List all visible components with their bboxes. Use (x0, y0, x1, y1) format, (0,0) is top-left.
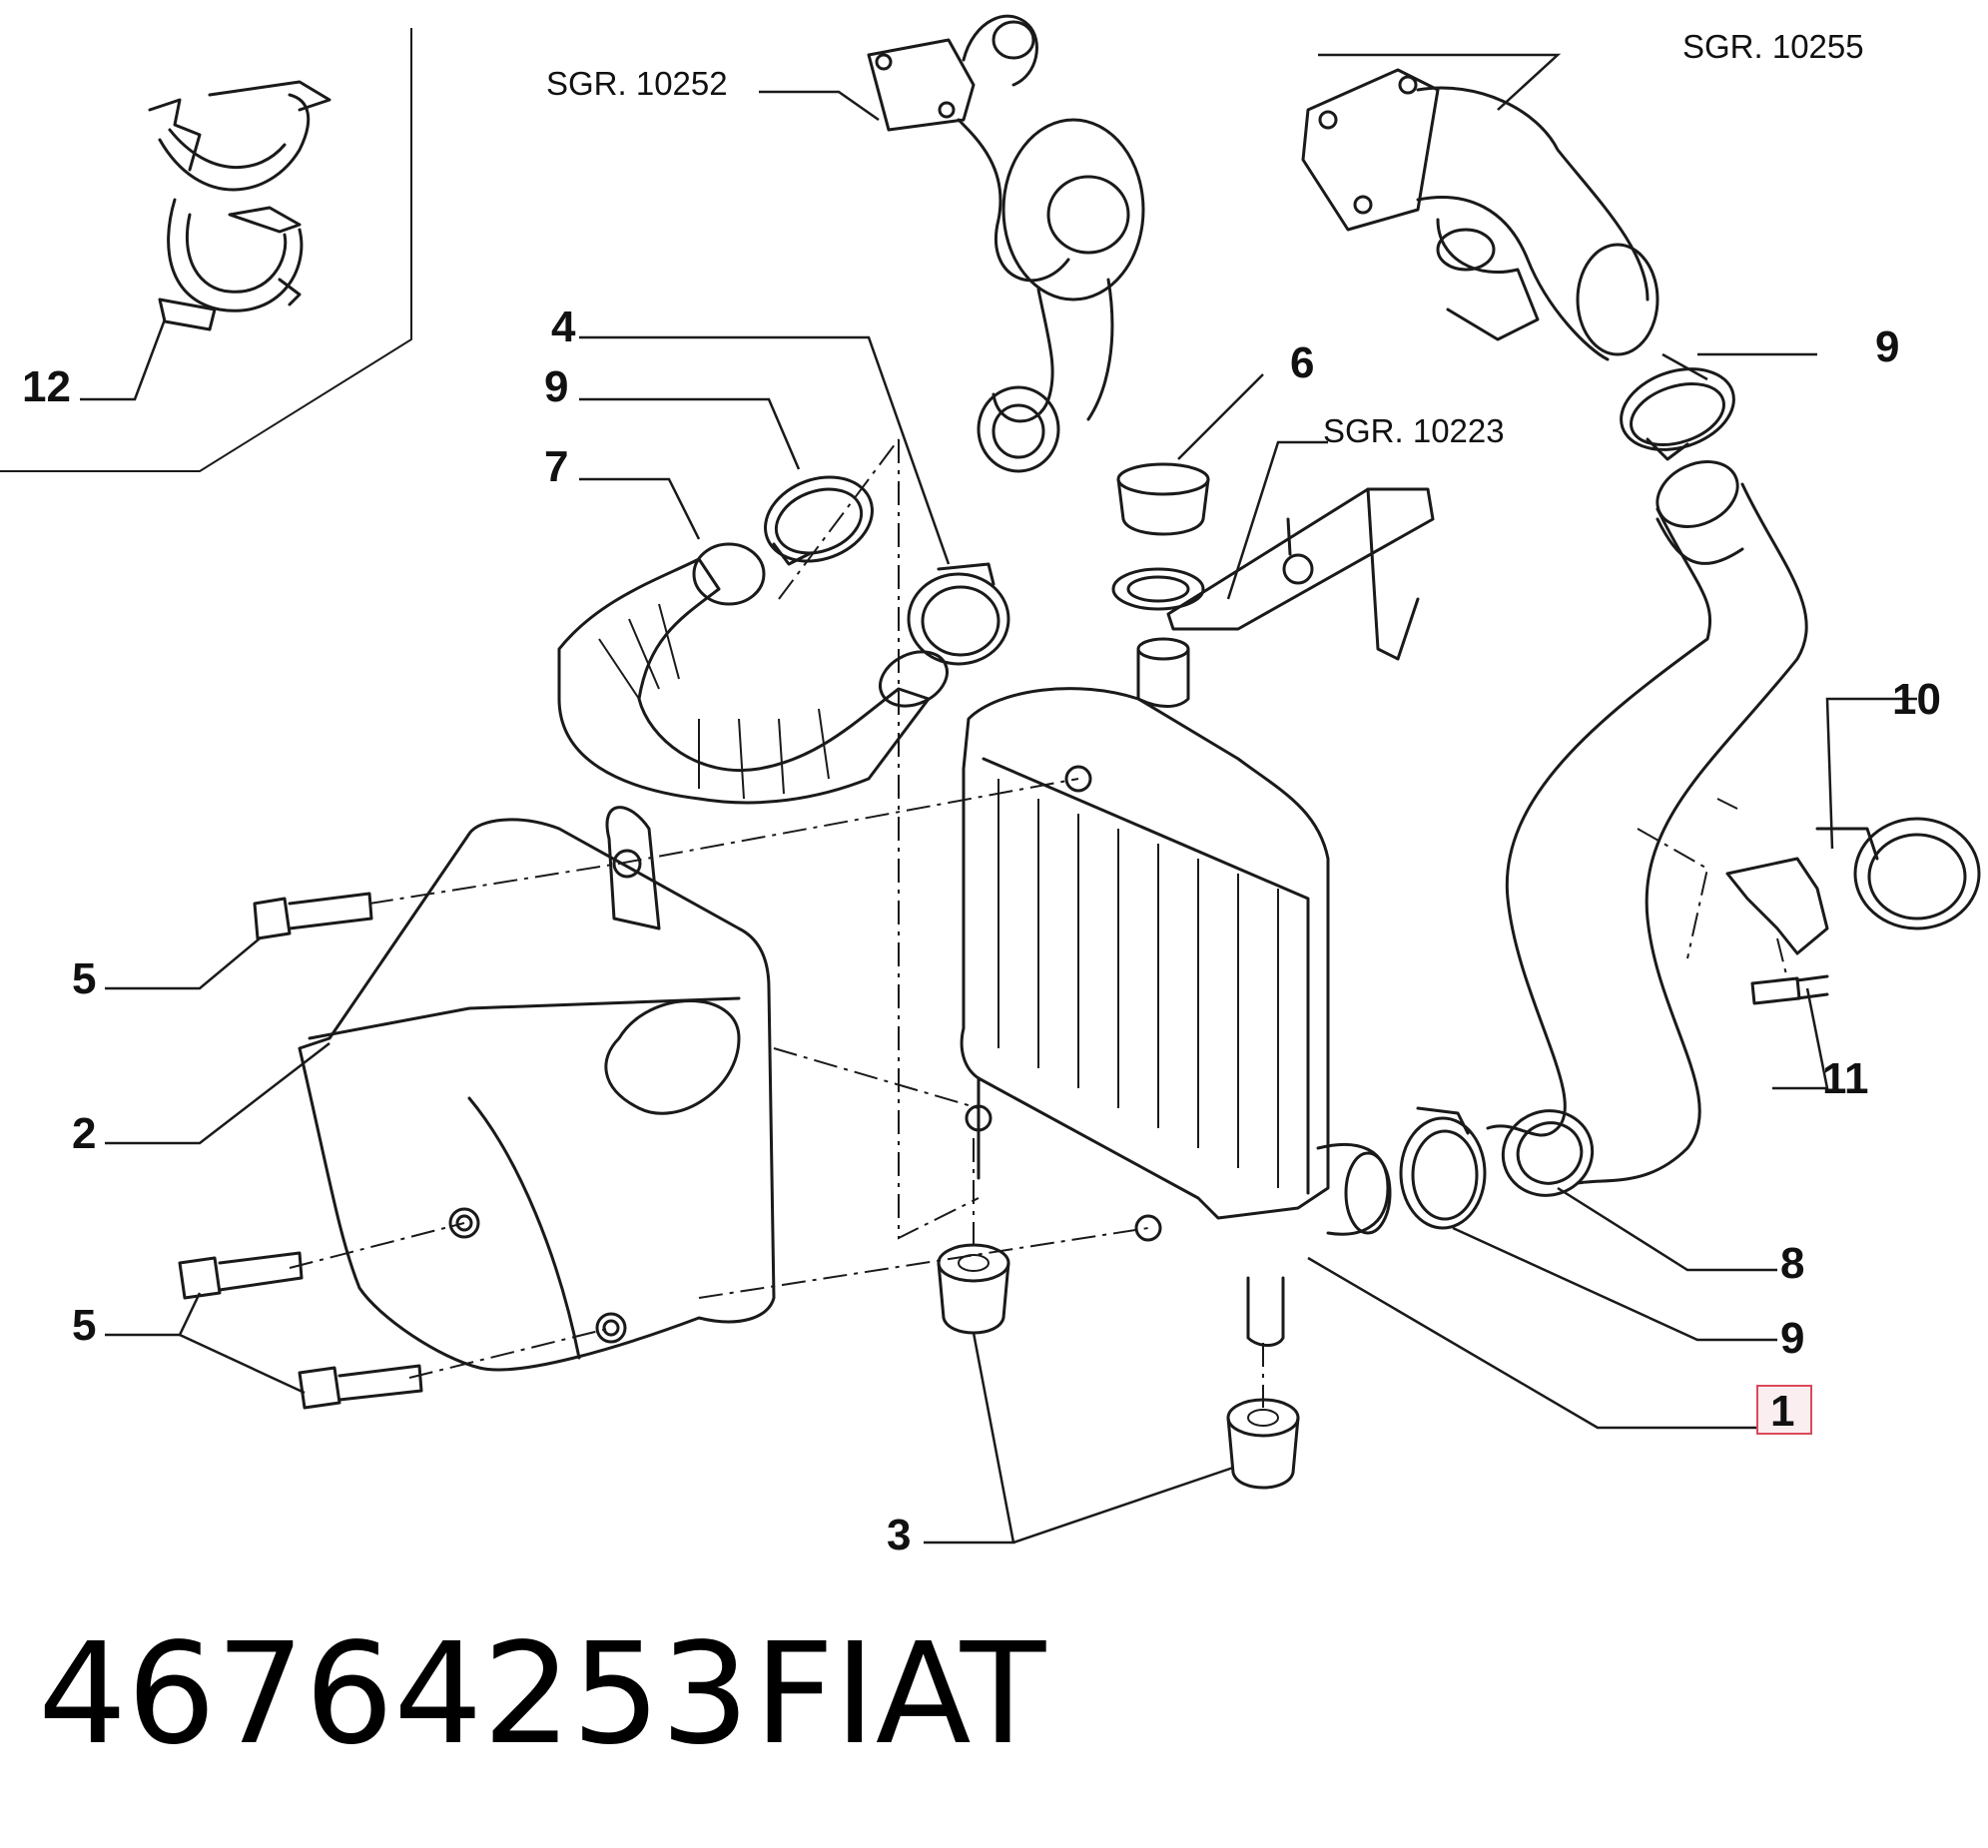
clamp-9-top-right (1620, 367, 1735, 461)
assembly-lines (289, 438, 1788, 1408)
bracket-10-drawing (1725, 817, 1981, 1005)
brand-name: FIAT (754, 1613, 1046, 1776)
hose-8-drawing (1486, 460, 1808, 1197)
bolt-5-upper (253, 892, 373, 940)
intake-pipe-drawing (1301, 68, 1659, 361)
clamp-4-drawing (907, 562, 1010, 666)
clamp-9-lower (1399, 1106, 1487, 1230)
callout-9-top-right: 9 (1875, 322, 1899, 371)
callout-10: 10 (1892, 675, 1941, 724)
callout-6: 6 (1290, 338, 1314, 387)
air-duct-cover-2-drawing (298, 806, 776, 1372)
bolt-5-lower-b (298, 1364, 423, 1410)
hose-7-drawing (557, 542, 949, 805)
part-number: 46764253 (38, 1613, 750, 1776)
callout-9-upper-left: 9 (544, 362, 568, 411)
sgr-turbo-label: SGR. 10252 (546, 65, 728, 102)
sgr-manifold-label: SGR. 10255 (1682, 28, 1864, 65)
highlight-box (1756, 1385, 1812, 1435)
callout-7: 7 (544, 442, 568, 491)
inset-frame (0, 28, 412, 472)
clamp-9-upper-left (764, 475, 874, 566)
callout-5-lower: 5 (72, 1301, 96, 1350)
callout-1: 1 (1770, 1387, 1794, 1436)
callout-3: 3 (887, 1511, 911, 1559)
callout-2: 2 (72, 1109, 96, 1158)
callout-5-upper: 5 (72, 954, 96, 1003)
intercooler-drawing (960, 637, 1392, 1347)
bolt-5-lower-a (178, 1251, 304, 1300)
clip-12-drawing (148, 80, 331, 331)
leader-lines (80, 53, 1917, 1544)
callout-12: 12 (22, 362, 71, 411)
callout-8: 8 (1780, 1239, 1804, 1288)
turbo-housing-drawing (867, 14, 1145, 473)
bracket-sgr-10223-drawing (1166, 487, 1435, 661)
callout-11: 11 (1822, 1054, 1869, 1103)
callout-4: 4 (551, 303, 576, 351)
callout-9-lower: 9 (1780, 1314, 1804, 1363)
sgr-bracket-label: SGR. 10223 (1323, 412, 1505, 449)
plug-6-drawing (1111, 462, 1210, 611)
mount-3-lower (1226, 1398, 1300, 1490)
